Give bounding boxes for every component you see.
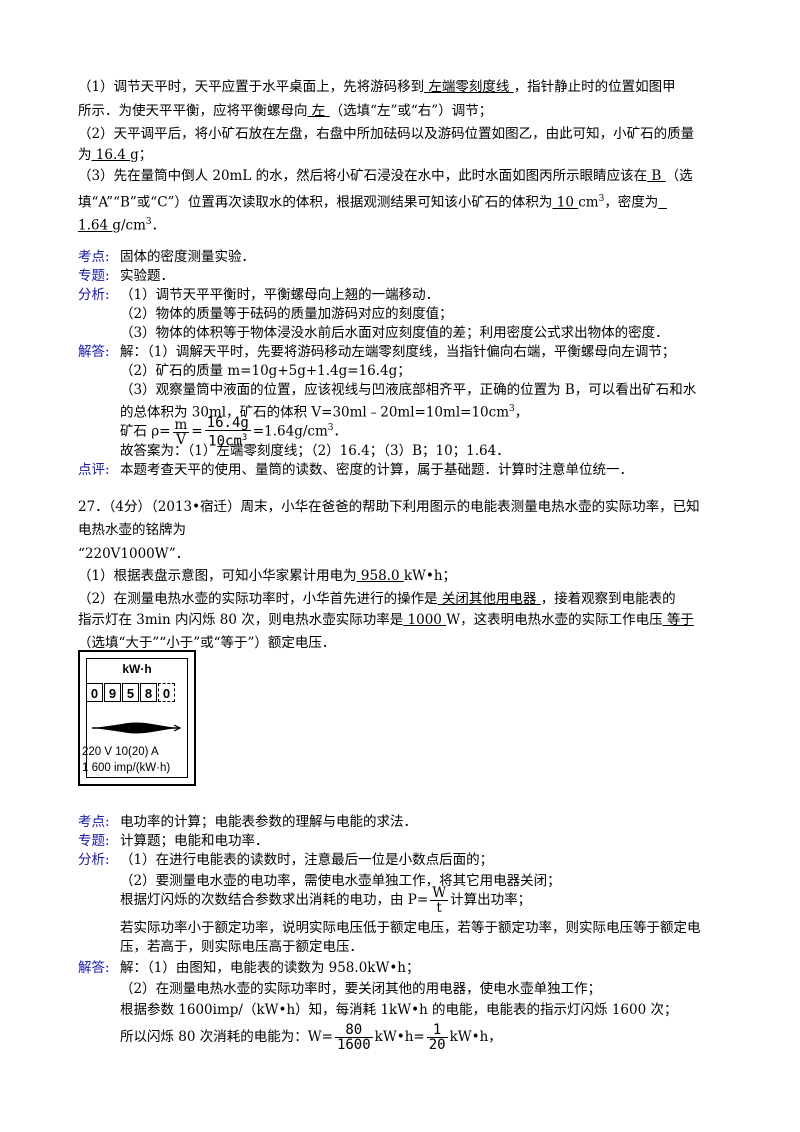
q27-fenxi-5: 压，若高于，则实际电压高于额定电压． <box>120 939 363 955</box>
q27-kaodian-text: 电功率的计算；电能表参数的理解与电能的求法． <box>120 814 417 830</box>
q26-pingping-text: 本题考查天平的使用、量筒的读数、密度的计算，属于基础题．计算时注意单位统一． <box>120 462 633 478</box>
q26-fenxi: 分析: <box>78 287 110 303</box>
q27-jieda-1: 解：（1）由图知，电能表的读数为 958.0kW•h； <box>120 960 420 976</box>
q26-answer: 故答案为：（1）左端零刻度线；（2）16.4；（3）B；10；1.64． <box>120 443 510 459</box>
meter-digit-decimal: 0 <box>158 683 175 702</box>
q27-p1: （1）根据表盘示意图，可知小华家累计用电为 958.0 kW•h； <box>78 568 457 584</box>
meter-digits: 0 9 5 8 0 <box>86 683 176 702</box>
q27-fenxi: 分析: <box>78 852 110 868</box>
answer-blank: 1000 <box>403 612 447 628</box>
answer-blank: 等于 <box>662 612 694 628</box>
meter-inner-frame <box>86 658 188 778</box>
meter-unit: kW·h <box>122 662 152 676</box>
q27-fenxi-2: （2）要测量电水壶的电功率，需使电水壶单独工作，将其它用电器关闭； <box>120 873 561 889</box>
q26-kaodian-text: 固体的密度测量实验． <box>120 249 255 265</box>
answer-blank: 16.4 <box>91 147 131 163</box>
q26-fenxi-1: （1）调节天平平衡时，平衡螺母向上翘的一端移动． <box>120 287 440 303</box>
q27-head2: 电热水壶的铭牌为 <box>78 522 186 538</box>
meter-digit: 0 <box>86 683 103 702</box>
q27-kaodian: 考点: <box>78 814 110 830</box>
q26-line5: （3）先在量筒中倒人 20mL 的水，然后将小矿石浸没在水中，此时水面如图丙所示… <box>78 168 693 184</box>
meter-digit: 9 <box>104 683 121 702</box>
q27-p3: 指示灯在 3min 内闪烁 80 次，则电热水壶实际功率是 1000 W，这表明… <box>78 612 694 628</box>
q27-zhuanti-text: 计算题；电能和电功率． <box>120 833 269 849</box>
q26-line2: 所示．为使天平平衡，应将平衡螺母向 左 （选填“左”或“右”）调节； <box>78 103 493 119</box>
meter-spec-voltage: 220 V 10(20) A <box>82 746 159 758</box>
answer-blank: B <box>647 168 666 184</box>
q27-p2: （2）在测量电热水壶的实际功率时，小华首先进行的操作是 关闭其他用电器 ，接着观… <box>78 591 676 607</box>
q26-jieda-2: （2）矿石的质量 m=10g+5g+1.4g=16.4g； <box>120 363 411 379</box>
q26-line4: 为 16.4 g； <box>78 147 153 163</box>
q26-jieda: 解答: <box>78 344 110 360</box>
answer-blank: 左 <box>307 103 330 119</box>
answer-blank: 958.0 <box>356 568 404 584</box>
answer-blank: 左端零刻度线 <box>424 79 514 95</box>
q27-jieda-2: （2）在测量电热水壶的实际功率时，要关闭其他的用电器，使电水壶单独工作； <box>120 981 602 997</box>
meter-disk-icon <box>92 722 182 734</box>
q26-jieda-1: 解：（1）调解天平时，先要将游码移动左端零刻度线，当指针偏向右端，平衡螺母向左调… <box>120 344 676 360</box>
meter-digit: 8 <box>140 683 157 702</box>
q26-fenxi-2: （2）物体的质量等于砝码的质量加游码对应的刻度值； <box>120 306 453 322</box>
meter-digit: 5 <box>122 683 139 702</box>
q26-line1: （1）调节天平时，天平应置于水平桌面上，先将游码移到 左端零刻度线 ，指针静止时… <box>78 79 676 95</box>
q26-jieda-4: 的总体积为 30ml，矿石的体积 V=30ml﹣20ml=10ml=10cm3， <box>120 404 529 421</box>
q26-kaodian: 考点: <box>78 247 110 267</box>
answer-blank: 关闭其他用电器 <box>437 591 541 607</box>
answer-blank: 10 <box>552 194 579 211</box>
q26-line7: 1.64 g/cm3． <box>78 217 166 234</box>
q26-zhuanti: 专题: <box>78 268 110 284</box>
q27-p4: （选填“大于”“小于”或“等于”）额定电压． <box>78 635 336 651</box>
q26-fenxi-3: （3）物体的体积等于物体浸没水前后水面对应刻度值的差；利用密度公式求出物体的密度… <box>120 325 669 341</box>
answer-blank: 1.64 <box>78 217 113 234</box>
q26-zhuanti-text: 实验题． <box>120 268 174 284</box>
q26-line3: （2）天平调平后，将小矿石放在左盘，右盘中所加砝码以及游码位置如图乙，由此可知，… <box>78 126 695 142</box>
electric-meter-figure: kW·h 0 9 5 8 0 220 V 10(20) A 1 600 imp/… <box>78 650 196 786</box>
q26-line6: 填“A”“B”或“C”）位置再次读取水的体积，根据观测结果可知该小矿石的体积为 … <box>78 194 659 211</box>
q27-jieda-3: 根据参数 1600imp/（kW•h）知，每消耗 1kW•h 的电能，电能表的指… <box>120 1002 678 1018</box>
meter-spec-imp: 1 600 imp/(kW·h) <box>82 762 171 774</box>
q27-fenxi-4: 若实际功率小于额定功率，说明实际电压低于额定电压，若等于额定功率，则实际电压等于… <box>120 920 701 936</box>
q27-head: 27．（4分）（2013•宿迁）周末，小华在爸爸的帮助下利用图示的电能表测量电热… <box>78 499 700 515</box>
q27-head3: “220V1000W”． <box>78 546 190 562</box>
q27-zhuanti: 专题: <box>78 833 110 849</box>
q27-jieda: 解答: <box>78 960 110 976</box>
q27-fenxi-1: （1）在进行电能表的读数时，注意最后一位是小数点后面的； <box>120 852 494 868</box>
q26-pingping: 点评: <box>78 462 110 478</box>
label-kaodian: 考点: <box>78 249 110 265</box>
q26-jieda-3: （3）观察量筒中液面的位置，应该视线与凹液底部相齐平，正确的位置为 B，可以看出… <box>120 382 697 398</box>
